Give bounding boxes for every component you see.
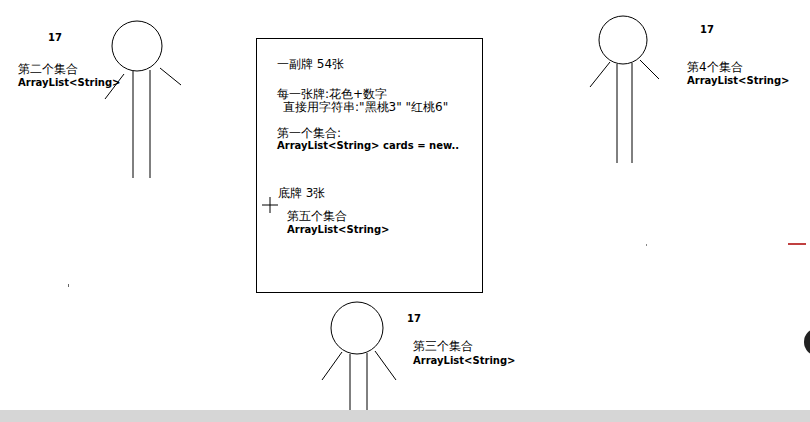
- box-text: 第五个集合: [287, 210, 347, 224]
- box-text: 第一个集合:: [277, 127, 341, 141]
- card-count: 17: [48, 32, 62, 44]
- box-text: 一副牌 54张: [277, 58, 344, 72]
- player-label: ArrayList<String>: [413, 355, 515, 367]
- box-text: ArrayList<String> cards = new..: [277, 140, 459, 152]
- deck-box: 一副牌 54张每一张牌:花色+数字直接用字符串:"黑桃3" "红桃6" 第一个集合…: [256, 38, 483, 293]
- card-count: 17: [407, 313, 421, 325]
- box-text: 直接用字符串:"黑桃3" "红桃6": [283, 101, 448, 115]
- player-label: ArrayList<String>: [18, 77, 120, 89]
- box-text: 底牌 3张: [278, 187, 325, 201]
- player-label: ArrayList<String>: [687, 75, 789, 87]
- player-label: 第三个集合: [413, 340, 473, 354]
- card-count: 17: [700, 24, 714, 36]
- player-label: 第4个集合: [687, 61, 743, 75]
- player-label: 第二个集合: [18, 63, 78, 77]
- box-text: ArrayList<String>: [287, 224, 389, 236]
- box-text: 每一张牌:花色+数字: [277, 88, 387, 102]
